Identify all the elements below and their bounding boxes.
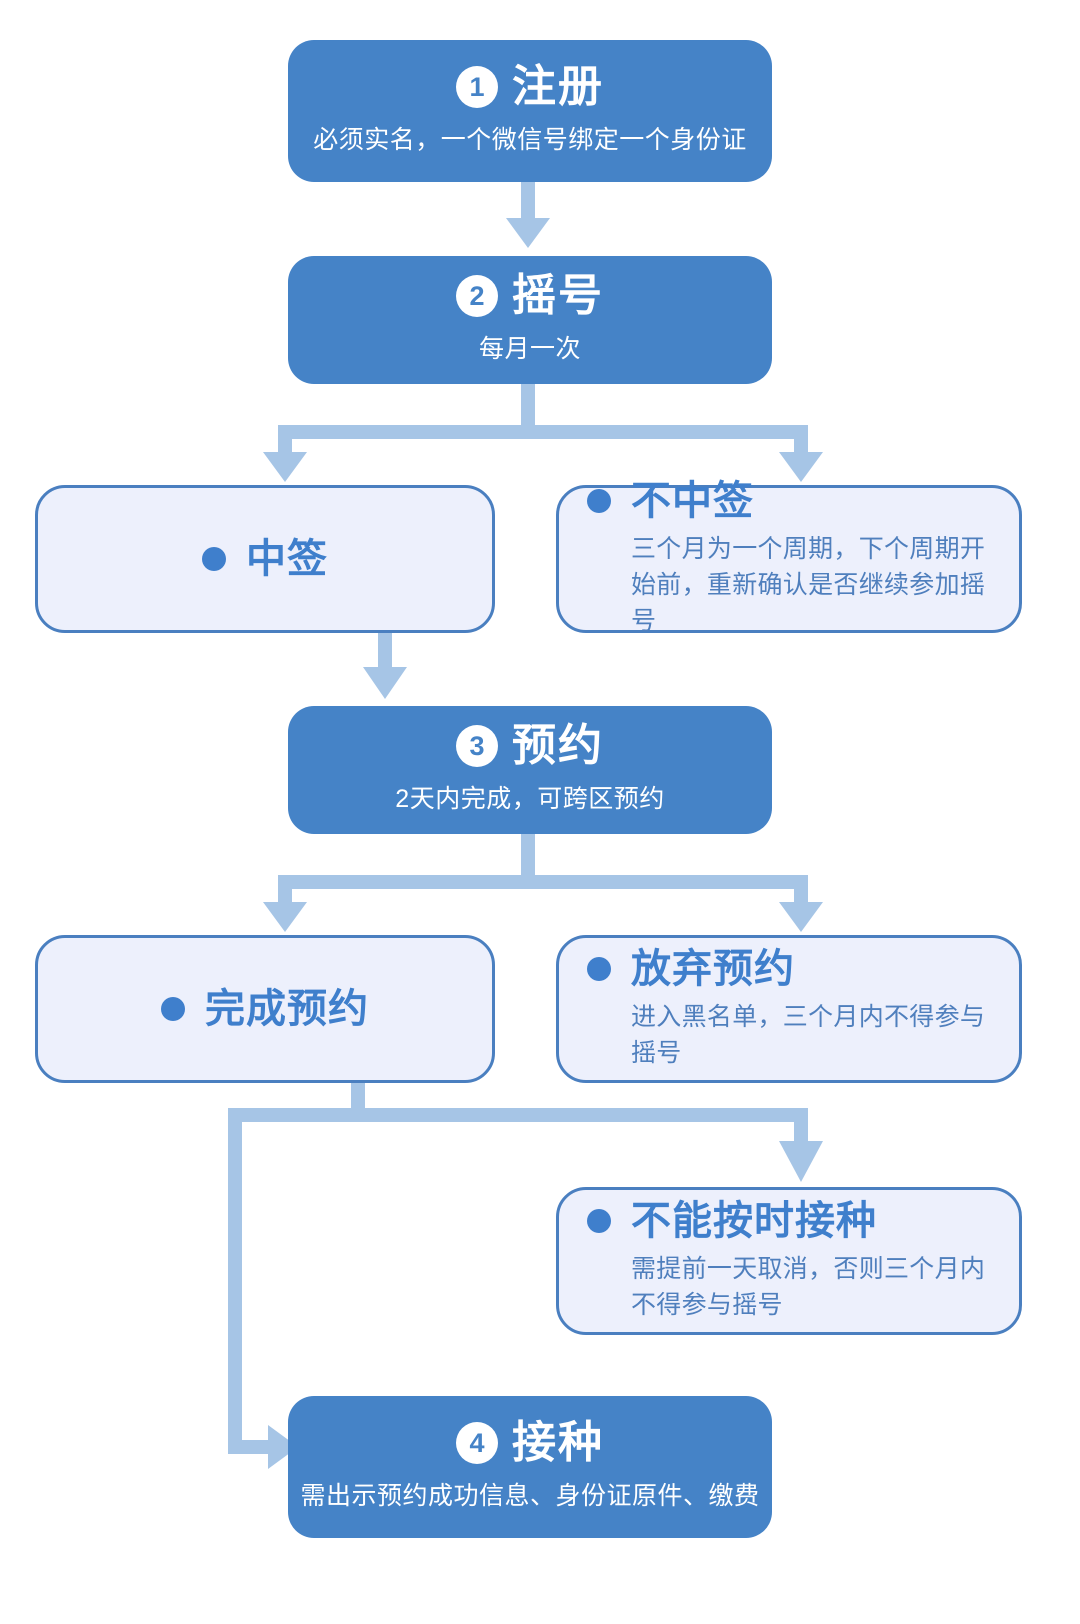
step-number-badge: 2 [456,275,498,318]
bullet-icon [587,1208,611,1233]
step-box-vaccination[interactable]: 4 接种 需出示预约成功信息、身份证原件、缴费 [288,1396,772,1538]
outcome-title: 完成预约 [205,987,369,1031]
step-number-badge: 4 [456,1422,498,1465]
connector-booked-split [228,1083,823,1469]
step-subtitle: 必须实名，一个微信号绑定一个身份证 [313,126,747,155]
outcome-title: 不中签 [631,478,754,523]
bullet-icon [161,997,185,1021]
step-lottery-heading: 2 摇号 [456,271,604,321]
outcome-not-win-heading: 不中签 [559,479,1019,523]
outcome-box-cannot-attend[interactable]: 不能按时接种 需提前一天取消，否则三个月内不得参与摇号 [556,1187,1022,1335]
outcome-win-heading: 中签 [202,537,328,581]
step-title: 预约 [512,721,604,771]
step-subtitle: 2天内完成，可跨区预约 [395,785,665,814]
outcome-subtitle: 需提前一天取消，否则三个月内不得参与摇号 [631,1254,986,1319]
step-title: 摇号 [512,271,604,321]
outcome-box-booking-complete[interactable]: 完成预约 [35,935,495,1083]
outcome-cannot-attend-heading: 不能按时接种 [559,1199,1019,1243]
outcome-title: 不能按时接种 [631,1198,877,1243]
step-number-badge: 1 [456,66,498,109]
bullet-icon [587,956,611,981]
connector-win-to-book [363,633,407,699]
outcome-box-give-up-booking[interactable]: 放弃预约 进入黑名单，三个月内不得参与摇号 [556,935,1022,1083]
step-title: 注册 [512,62,604,112]
bullet-icon [587,488,611,513]
outcome-subtitle: 三个月为一个周期，下个周期开始前，重新确认是否继续参加摇号 [631,534,986,636]
outcome-subtitle: 进入黑名单，三个月内不得参与摇号 [631,1002,986,1067]
step-box-lottery[interactable]: 2 摇号 每月一次 [288,256,772,384]
outcome-booking-complete-heading: 完成预约 [161,987,369,1031]
outcome-box-win[interactable]: 中签 [35,485,495,633]
outcome-title: 中签 [246,537,328,581]
outcome-give-up-heading: 放弃预约 [559,947,1019,991]
step-title: 接种 [512,1418,604,1468]
step-box-booking[interactable]: 3 预约 2天内完成，可跨区预约 [288,706,772,834]
step-booking-heading: 3 预约 [456,721,604,771]
outcome-box-not-win[interactable]: 不中签 三个月为一个周期，下个周期开始前，重新确认是否继续参加摇号 [556,479,1022,635]
step-subtitle: 需出示预约成功信息、身份证原件、缴费 [300,1482,760,1511]
connector-book-split [263,834,823,932]
outcome-title: 放弃预约 [631,946,795,991]
step-number-badge: 3 [456,725,498,768]
step-subtitle: 每月一次 [478,335,581,364]
connector-register-to-lottery [506,182,550,248]
connector-lottery-split [263,384,823,482]
step-register-heading: 1 注册 [456,62,604,112]
step-box-register[interactable]: 1 注册 必须实名，一个微信号绑定一个身份证 [288,40,772,182]
bullet-icon [202,547,226,571]
step-vaccination-heading: 4 接种 [456,1418,604,1468]
